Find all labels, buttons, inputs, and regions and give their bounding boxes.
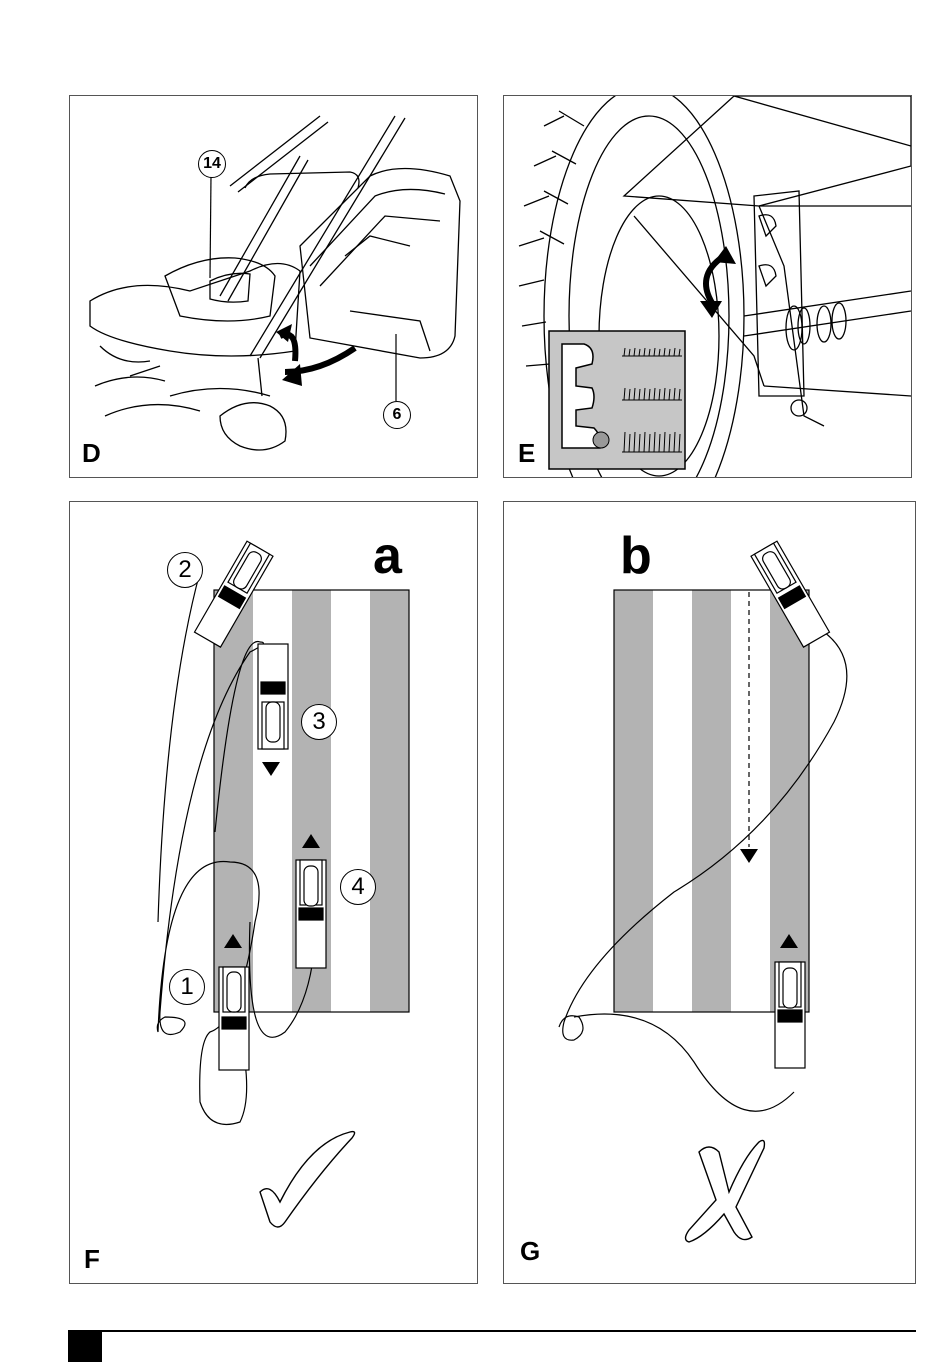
panel-e: E <box>503 95 912 478</box>
lawn-stripe-4 <box>731 590 770 1012</box>
cross-mark-icon <box>686 1140 765 1242</box>
panel-label-g: G <box>520 1238 540 1264</box>
panel-d: 14 6 D <box>69 95 478 478</box>
check-mark-icon <box>260 1132 355 1227</box>
panel-label-f: F <box>84 1246 100 1272</box>
mower-4-icon <box>296 860 326 968</box>
lawn-stripe-1 <box>214 590 253 1012</box>
lawn-stripe-4 <box>331 590 370 1012</box>
callout-14: 14 <box>198 150 226 178</box>
panel-f: a 1 2 3 4 F <box>69 501 478 1284</box>
footer-page-block <box>68 1330 102 1362</box>
lawn-stripe-5 <box>370 590 409 1012</box>
correct-mowing-pattern <box>70 502 477 1283</box>
lawn-stripe-3 <box>692 590 731 1012</box>
step-callout-4: 4 <box>340 869 376 905</box>
incorrect-mowing-pattern <box>504 502 915 1283</box>
step-callout-2: 2 <box>167 552 203 588</box>
height-adjust-illustration <box>504 96 911 477</box>
step-callout-1: 1 <box>169 969 205 1005</box>
mower-3-icon <box>258 644 288 749</box>
callout-6: 6 <box>383 401 411 429</box>
mower-bottom-icon <box>775 962 805 1068</box>
panel-g: b G <box>503 501 916 1284</box>
lawn-stripe-2 <box>653 590 692 1012</box>
mower-1-icon <box>219 967 249 1070</box>
variant-label-a: a <box>373 530 402 582</box>
lawn-stripe-1 <box>614 590 653 1012</box>
lawnmower-grassbox-illustration <box>70 96 477 477</box>
panel-label-d: D <box>82 440 101 466</box>
variant-label-b: b <box>620 530 652 582</box>
lawn-stripe-5 <box>770 590 809 1012</box>
footer-rule <box>68 1330 916 1332</box>
panel-label-e: E <box>518 440 535 466</box>
step-callout-3: 3 <box>301 704 337 740</box>
